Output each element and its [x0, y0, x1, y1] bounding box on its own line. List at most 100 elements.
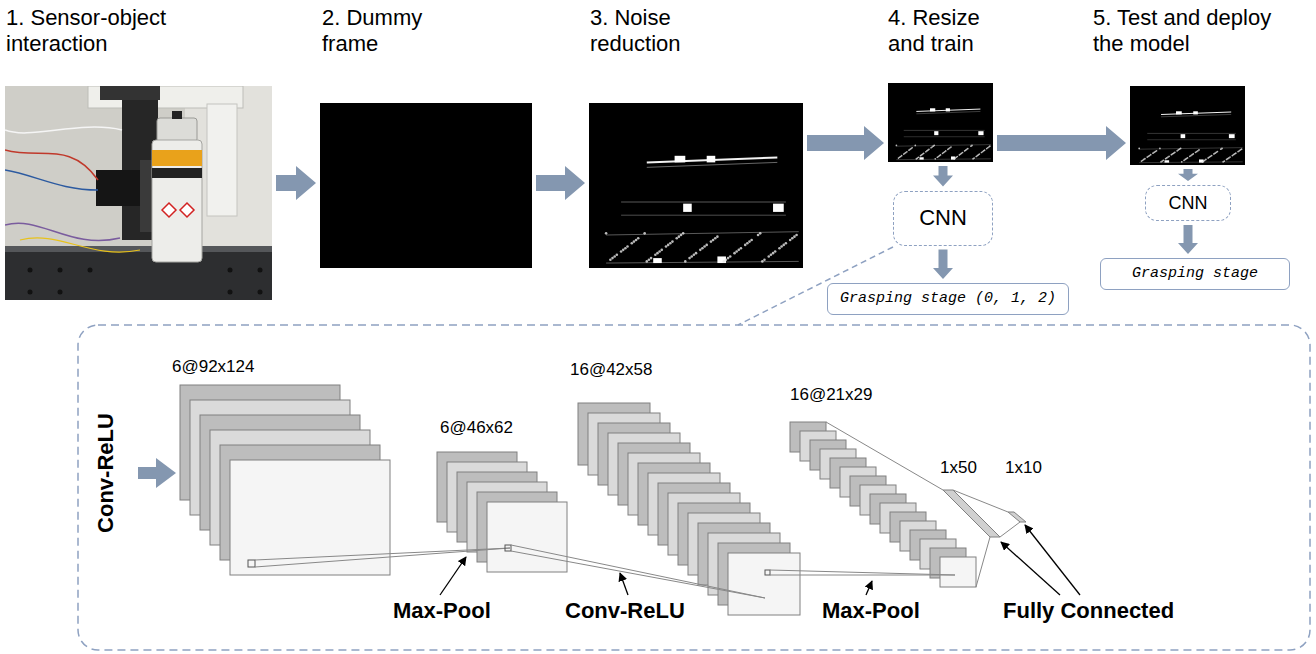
table-hole — [28, 268, 33, 273]
spray-can — [152, 140, 202, 262]
imprint-speck — [1165, 158, 1167, 160]
imprint-speck — [750, 239, 753, 242]
imprint-speck — [712, 239, 715, 242]
step-title: 4. Resize and train — [888, 5, 1013, 58]
imprint-speck — [671, 240, 674, 243]
imprint-speck — [701, 247, 704, 250]
imprint-blob — [675, 156, 686, 163]
imprint-speck — [953, 158, 955, 160]
imprint-speck — [947, 149, 949, 151]
imprint-blob — [1176, 111, 1182, 114]
imprint-speck — [780, 245, 783, 248]
imprint-speck — [654, 254, 657, 257]
imprint-speck — [970, 145, 972, 147]
imprint-speck — [609, 258, 612, 261]
imprint-speck — [1195, 151, 1197, 153]
imprint-speck — [622, 249, 625, 252]
imprint-streak — [1161, 112, 1231, 114]
imprint-speck — [665, 245, 668, 248]
imprint-speck — [605, 232, 608, 235]
imprint-speck — [725, 258, 728, 261]
receptive-field — [505, 545, 511, 551]
imprint-speck — [975, 156, 977, 158]
imprint-blob — [1199, 159, 1204, 162]
imprint-speck — [631, 242, 634, 245]
imprint-speck — [744, 244, 747, 247]
printed-bracket — [207, 104, 237, 216]
imprint-speck — [648, 258, 651, 261]
imprint-speck — [738, 249, 741, 252]
imprint-speck — [761, 260, 764, 263]
optical-table — [5, 250, 272, 300]
projection-line — [511, 545, 765, 598]
pointer-arrow — [1001, 542, 1060, 595]
cnn-box: CNN — [893, 191, 993, 246]
imprint-speck — [684, 260, 687, 263]
imprint-streak — [904, 130, 985, 131]
imprint-speck — [705, 244, 708, 247]
imprint-streak — [606, 232, 799, 235]
pointer-arrow — [1025, 525, 1080, 595]
imprint-speck — [633, 240, 636, 243]
imprint-streak — [1147, 139, 1236, 140]
feature-map — [728, 553, 800, 615]
imprint-streak — [621, 202, 786, 203]
table-hole — [228, 290, 233, 295]
imprint-blob — [773, 204, 784, 212]
image-panel: 2. Dummy frame — [320, 103, 532, 268]
imprint-streak — [606, 261, 799, 263]
imprint — [605, 156, 799, 263]
imprint-streak — [1161, 114, 1231, 116]
imprint-speck — [759, 232, 762, 235]
output-box: Grasping stage (0, 1, 2) — [827, 283, 1069, 315]
imprint-speck — [682, 232, 685, 235]
wire — [5, 170, 98, 190]
operation-label: Conv-ReLU — [93, 413, 119, 533]
gripper-block — [96, 170, 140, 206]
projection-line — [511, 551, 765, 598]
table-hole — [228, 268, 233, 273]
imprint-speck — [1181, 161, 1183, 163]
wire — [5, 150, 98, 180]
imprint-speck — [678, 235, 681, 238]
receptive-field — [248, 560, 255, 567]
imprint-speck — [710, 240, 713, 243]
imprint-speck — [791, 237, 794, 240]
feature-map — [487, 502, 567, 572]
imprint-speck — [785, 242, 788, 245]
hazard-sign — [162, 203, 176, 217]
imprint — [1138, 111, 1242, 162]
cnn-box: CNN — [1145, 185, 1231, 221]
feature-maps — [180, 385, 976, 615]
imprint-streak — [916, 109, 980, 111]
imprint-speck — [740, 247, 743, 250]
imprint-streak — [1147, 133, 1236, 134]
layer-size: 16@21x29 — [790, 385, 873, 405]
imprint-speck — [1176, 150, 1178, 152]
wire — [5, 223, 120, 240]
imprint-speck — [1152, 152, 1154, 154]
can-nozzle — [172, 111, 182, 119]
imprint-streak — [916, 111, 980, 113]
imprint-speck — [1213, 153, 1215, 155]
projection-line — [770, 570, 955, 575]
imprint-speck — [693, 254, 696, 257]
imprint-streak — [904, 136, 985, 137]
imprint-streak — [896, 145, 991, 147]
box-text: CNN — [1169, 193, 1208, 214]
imprint-speck — [920, 155, 922, 157]
imprint-speck — [733, 252, 736, 255]
imprint-speck — [695, 252, 698, 255]
imprint-blob — [934, 131, 938, 135]
operation-label: Max-Pool — [393, 598, 491, 624]
imprint-speck — [1226, 159, 1228, 161]
imprint-speck — [667, 244, 670, 247]
imprint-blob — [920, 157, 924, 159]
imprint-speck — [778, 247, 781, 250]
input-arrow — [138, 458, 176, 488]
table-hole — [58, 268, 63, 273]
